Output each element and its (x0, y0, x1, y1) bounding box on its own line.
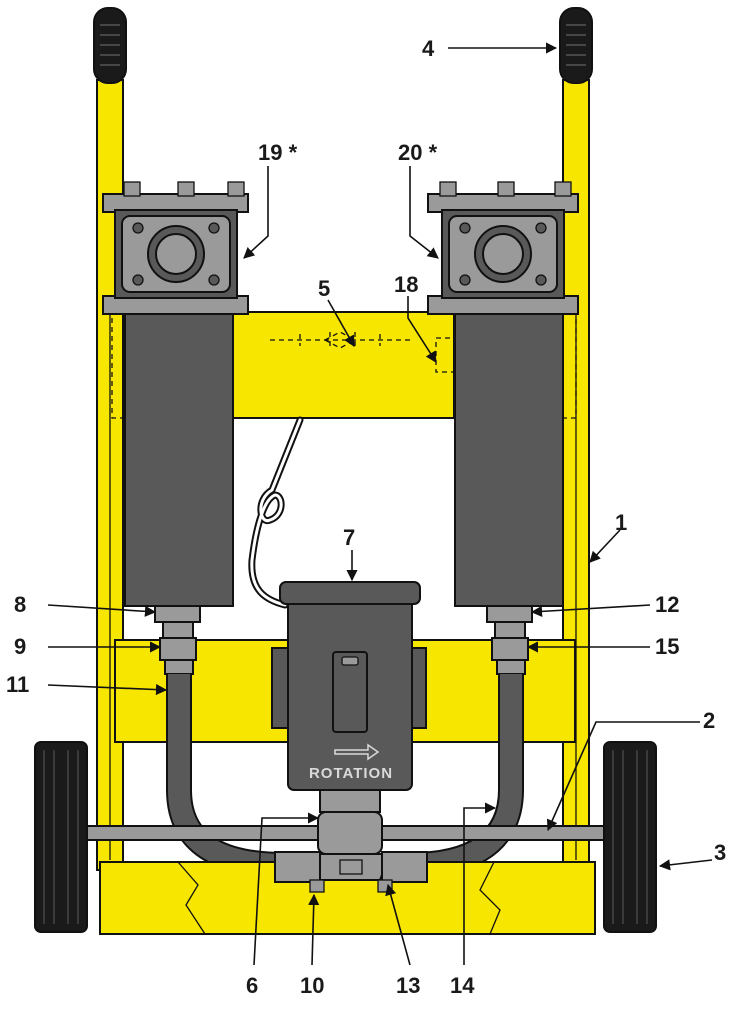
filter-head-left (102, 181, 249, 315)
handle-grip-right-icon (559, 7, 593, 84)
callout-4: 4 (422, 36, 435, 61)
callout-11: 11 (6, 672, 29, 697)
callout-7: 7 (343, 525, 355, 550)
callout-2: 2 (703, 708, 715, 733)
callout-5: 5 (318, 276, 330, 301)
callout-6: 6 (246, 973, 258, 998)
leader-lines (47, 42, 713, 966)
upper-cross-plate (231, 311, 457, 419)
motor: ROTATION (271, 581, 427, 791)
callout-3: 3 (714, 840, 726, 865)
callout-20: 20 * (398, 140, 438, 165)
callout-10: 10 (300, 973, 324, 998)
motor-rotation-label: ROTATION (309, 765, 393, 782)
filter-head-right (427, 181, 579, 315)
fittings-right (486, 605, 533, 675)
wheel-right-icon (603, 741, 657, 933)
wheel-left-icon (34, 741, 88, 933)
callout-labels: 4 19 * 20 * 5 18 7 1 8 9 11 12 15 2 3 6 … (6, 36, 726, 998)
callout-1: 1 (615, 510, 627, 535)
callout-19: 19 * (258, 140, 298, 165)
filter-canister-right (454, 313, 577, 607)
power-cord (248, 416, 304, 609)
callout-18: 18 (394, 272, 418, 297)
callout-15: 15 (655, 634, 679, 659)
handle-grip-left-icon (93, 7, 127, 84)
callout-9: 9 (14, 634, 26, 659)
filter-canister-left (111, 313, 234, 607)
callout-14: 14 (450, 973, 475, 998)
fittings-left (154, 605, 201, 675)
callout-12: 12 (655, 592, 679, 617)
callout-13: 13 (396, 973, 420, 998)
pump (274, 789, 428, 893)
callout-8: 8 (14, 592, 26, 617)
